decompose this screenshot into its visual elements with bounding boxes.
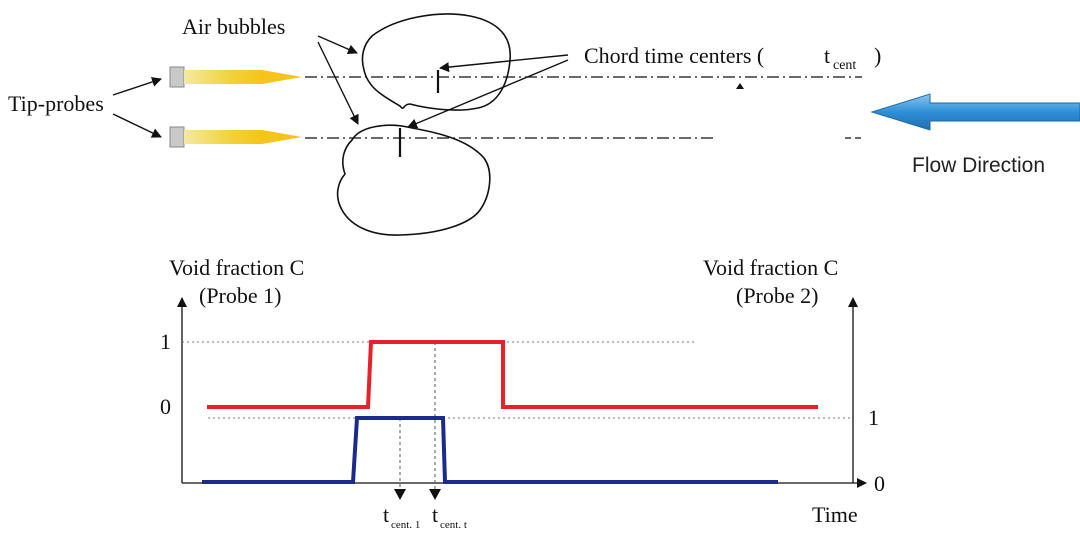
right-tick-1: 1 <box>868 405 879 430</box>
right-axis-title-line2: (Probe 2) <box>736 283 818 308</box>
t-cent-1-base: t <box>383 502 389 527</box>
right-axis-title-line1: Void fraction C <box>703 255 838 280</box>
air-bubbles-label: Air bubbles <box>182 14 285 39</box>
chord-close-paren: ) <box>874 43 881 68</box>
t-cent-2-sub: cent. t <box>440 519 467 531</box>
probe-2-signal <box>202 416 778 484</box>
t-cent-1-label: t cent. 1 <box>383 502 420 531</box>
tip-probe-2 <box>169 126 302 148</box>
chord-time-centers-text: Chord time centers ( <box>584 43 764 68</box>
tip-probe-1 <box>169 66 302 88</box>
tip-probes-label: Tip-probes <box>8 91 104 116</box>
chord-center-arrow-1 <box>439 54 569 73</box>
air-bubble-2 <box>336 124 491 236</box>
t-cent-1-sub: cent. 1 <box>391 519 420 531</box>
left-axis-title-line1: Void fraction C <box>169 255 304 280</box>
right-tick-0: 0 <box>874 471 885 496</box>
air-bubbles-arrow-2 <box>317 41 359 125</box>
center-marker-2-arrow <box>429 489 441 500</box>
chord-t-sub: cent <box>833 58 856 73</box>
center-marker-1-arrow <box>394 489 406 500</box>
t-cent-2-label: t cent. t <box>432 502 467 531</box>
left-axis-title-line2: (Probe 1) <box>199 283 281 308</box>
left-tick-0: 0 <box>160 394 171 419</box>
probe-1-signal <box>207 340 818 409</box>
air-bubble-1 <box>361 13 511 111</box>
air-bubbles-arrow-1 <box>317 35 358 54</box>
small-caret-mark <box>736 83 744 89</box>
t-cent-2-base: t <box>432 502 438 527</box>
flow-direction-arrow <box>870 93 1080 131</box>
left-tick-1: 1 <box>160 329 171 354</box>
time-axis-label: Time <box>812 502 858 527</box>
chord-t-base: t <box>824 43 830 68</box>
chord-center-arrow-2 <box>407 59 569 129</box>
tip-probes-arrow-1 <box>112 77 162 96</box>
flow-direction-label: Flow Direction <box>912 154 1045 177</box>
chord-time-centers-label: Chord time centers ( t cent ) <box>584 43 881 73</box>
tip-probes-arrow-2 <box>112 113 162 138</box>
